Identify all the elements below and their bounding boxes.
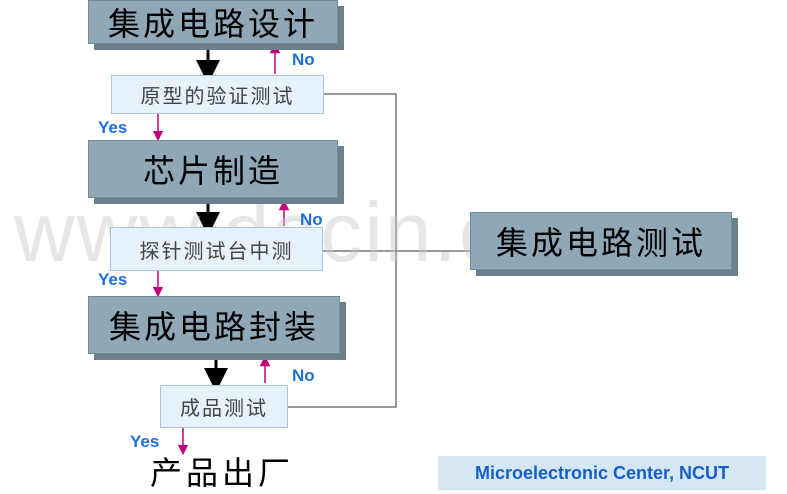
stage-manufacture: 芯片制造 [88, 140, 338, 198]
stage-package: 集成电路封装 [88, 296, 340, 354]
test-prototype-label: 原型的验证测试 [140, 84, 295, 108]
stage-manufacture-label: 芯片制造 [142, 152, 283, 190]
label-yes-probe: Yes [98, 270, 128, 289]
test-probe: 探针测试台中测 [110, 227, 323, 271]
stage-ic-test: 集成电路测试 [470, 212, 732, 270]
label-yes-prototype: Yes [98, 118, 128, 137]
label-no-prototype: No [292, 50, 315, 69]
label-yes-final: Yes [130, 432, 160, 451]
stage-package-label: 集成电路封装 [108, 308, 319, 346]
test-final-label: 成品测试 [180, 396, 268, 420]
label-no-probe: No [300, 210, 323, 229]
test-final: 成品测试 [160, 385, 288, 428]
output-shipment: 产品出厂 [150, 454, 295, 492]
stage-design: 集成电路设计 [88, 0, 338, 44]
footer-credit-text: Microelectronic Center, NCUT [474, 462, 730, 483]
label-no-final: No [292, 366, 315, 385]
test-prototype: 原型的验证测试 [111, 75, 324, 114]
stage-ic-test-label: 集成电路测试 [495, 224, 706, 262]
footer-credit: Microelectronic Center, NCUT [438, 456, 766, 490]
test-probe-label: 探针测试台中测 [139, 238, 294, 263]
stage-design-label: 集成电路设计 [107, 5, 318, 43]
